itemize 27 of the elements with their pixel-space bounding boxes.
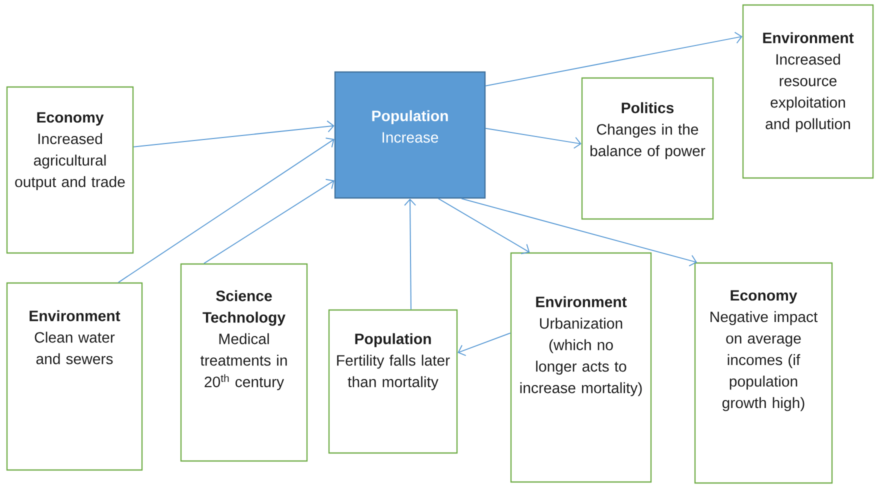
process-box xyxy=(742,4,874,179)
arrow xyxy=(485,32,742,86)
process-box xyxy=(6,86,134,254)
box-text: Economy Negative impact on average incomes (if population growth high) xyxy=(710,290,818,412)
process-box xyxy=(180,263,308,462)
process-box xyxy=(334,71,486,199)
box-text: Politics Changes in the balance of power xyxy=(590,102,706,160)
process-box xyxy=(328,309,458,454)
arrow xyxy=(458,332,511,356)
process-box xyxy=(510,252,652,483)
box-text: Population Fertility falls later than mortality xyxy=(337,333,450,390)
box-text: Economy Increased agricultural output and trade xyxy=(15,112,125,190)
box-text: Environment Clean water and sewers xyxy=(30,310,120,364)
box-text: Science Technology Medical treatments in 20$^{th}$ century xyxy=(200,290,287,390)
box-text: Environment Increased resource exploitation and pollution xyxy=(763,32,854,132)
process-box xyxy=(581,77,714,220)
box-text: Environment Urbanization (which no longer acts to increase mortality) xyxy=(520,296,642,396)
arrow xyxy=(485,128,582,149)
box-text: Population Increase xyxy=(372,110,448,143)
arrow xyxy=(118,138,334,283)
process-box xyxy=(6,282,143,471)
arrow xyxy=(461,198,698,266)
arrow xyxy=(438,198,530,254)
arrow xyxy=(203,178,334,264)
process-box xyxy=(694,262,833,484)
arrow xyxy=(133,120,334,148)
arrow xyxy=(404,198,416,310)
